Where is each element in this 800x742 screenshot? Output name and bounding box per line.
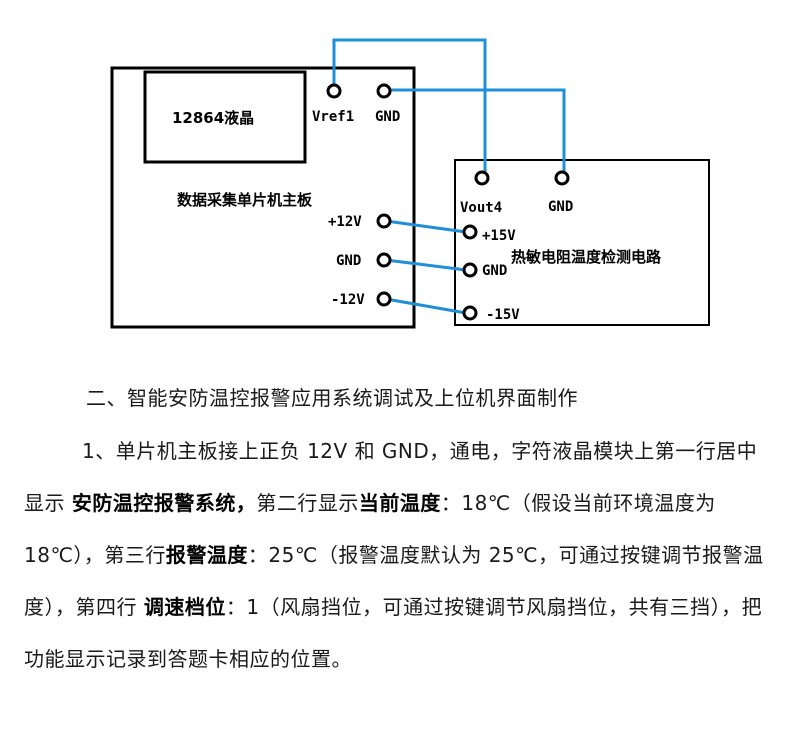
sensor-gnd-label: GND xyxy=(548,199,573,215)
p1-alarm-temp-term: 报警温度 xyxy=(165,543,248,567)
board-p12-label: +12V xyxy=(328,214,362,230)
p1-system-name: 安防温控报警系统， xyxy=(71,491,257,515)
vout-terminal xyxy=(474,170,490,186)
gnd-mid-wire xyxy=(385,258,467,272)
vref-label: Vref1 xyxy=(312,109,354,125)
vref-terminal xyxy=(326,83,342,99)
p1-current-temp-term: 当前温度 xyxy=(358,491,441,515)
board-m12-terminal xyxy=(376,291,392,307)
section-heading: 二、智能安防温控报警应用系统调试及上位机界面制作 xyxy=(86,386,578,410)
p1-a: 1、单片机主板接上正负 12V 和 GND，通电，字符液晶模块上第一行居中显示 xyxy=(24,439,758,515)
p1-g: ：25℃（报警温度默认为 25℃，可通过按键调节报警温度），第四行 xyxy=(24,543,764,619)
board-m12-label: -12V xyxy=(331,292,365,308)
board-gnd-label: GND xyxy=(375,109,400,125)
wiring-diagram: 12864液晶 数据采集单片机主板 热敏电阻温度检测电路 Vref1 GND +… xyxy=(110,38,710,329)
vref-vout-wire xyxy=(332,38,487,172)
plus-wire xyxy=(385,219,467,234)
board-gnd-terminal xyxy=(376,83,392,99)
p1-c: 第二行显示 xyxy=(256,491,359,515)
lcd-label: 12864液晶 xyxy=(172,109,254,127)
sensor-circuit-box xyxy=(454,159,710,326)
sensor-m15-label: -15V xyxy=(486,307,520,323)
minus-wire xyxy=(385,297,467,315)
sensor-gnd-mid-terminal xyxy=(462,262,478,278)
board-gnd-mid-terminal xyxy=(376,252,392,268)
sensor-p15-label: +15V xyxy=(482,228,516,244)
board-p12-terminal xyxy=(376,213,392,229)
p1-speed-level-term: 调速档位 xyxy=(143,595,226,619)
sensor-title: 热敏电阻温度检测电路 xyxy=(511,248,662,266)
p1-i: ：1（风扇挡位，可通过按键调节风扇挡位，共有三挡），把功能显示记录到答题卡相应的… xyxy=(24,595,763,671)
sensor-gnd-terminal xyxy=(554,170,570,186)
task-paragraph: 1、单片机主板接上正负 12V 和 GND，通电，字符液晶模块上第一行居中显示 … xyxy=(24,425,764,685)
p1-e: ：18℃（假设当前环境温度为 18℃），第三行 xyxy=(24,491,716,567)
gnd-gnd-wire xyxy=(387,88,566,172)
board-gnd-mid-label: GND xyxy=(336,253,361,269)
vout-label: Vout4 xyxy=(460,200,502,216)
board-title: 数据采集单片机主板 xyxy=(177,191,313,209)
mcu-board xyxy=(110,66,416,329)
sensor-m15-terminal xyxy=(462,305,478,321)
lcd-module xyxy=(143,70,307,164)
sensor-gnd-mid-label: GND xyxy=(482,263,507,279)
sensor-p15-terminal xyxy=(462,224,478,240)
